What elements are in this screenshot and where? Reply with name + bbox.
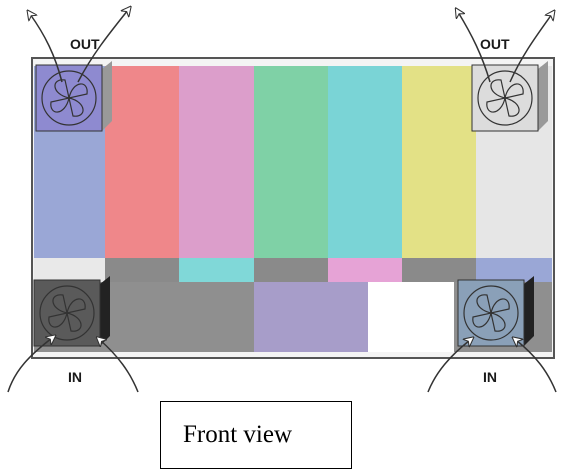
arrow-out-icon bbox=[509, 14, 552, 83]
fan-label-bottom-left: IN bbox=[68, 369, 82, 385]
fan-bottom-right bbox=[457, 276, 534, 347]
fan-label-top-left: OUT bbox=[70, 36, 100, 52]
arrow-in-icon bbox=[7, 338, 52, 393]
fan-blade-icon bbox=[504, 83, 524, 99]
fan-ring-icon bbox=[463, 285, 519, 341]
fan-top-right bbox=[471, 61, 548, 132]
fan-top-left bbox=[35, 61, 112, 132]
fan-blade-icon bbox=[54, 79, 70, 99]
airflow-arrows-top-right bbox=[458, 12, 552, 83]
fan-blade-icon bbox=[486, 97, 506, 113]
fan-blade-icon bbox=[68, 83, 88, 99]
fan-ring-icon bbox=[39, 285, 95, 341]
middle-color-bar bbox=[34, 258, 105, 282]
fan-ring-icon bbox=[477, 70, 533, 126]
fan-blade-icon bbox=[66, 312, 82, 332]
arrow-out-icon bbox=[77, 10, 128, 83]
airflow-arrows-bottom-right bbox=[427, 340, 557, 393]
top-color-bar bbox=[254, 66, 328, 258]
middle-color-bar bbox=[402, 258, 476, 282]
caption-text: Front view bbox=[183, 421, 293, 448]
fan-blade-icon bbox=[66, 298, 86, 314]
lower-band-block bbox=[105, 282, 179, 352]
fan-blade-icon bbox=[472, 312, 492, 328]
fan-blade-icon bbox=[490, 312, 506, 332]
lower-band-purple-block bbox=[278, 282, 368, 352]
top-color-bar bbox=[179, 66, 254, 258]
fan-blade-icon bbox=[50, 97, 70, 113]
fan-blade-icon bbox=[504, 97, 520, 117]
airflow-arrows-top-left bbox=[30, 10, 128, 83]
top-color-bar bbox=[402, 66, 476, 258]
fan-blade-icon bbox=[490, 298, 510, 314]
caption-box: Front view bbox=[160, 401, 352, 469]
fan-blade-icon bbox=[476, 294, 492, 314]
fan-bottom-left bbox=[33, 276, 110, 347]
arrow-in-icon bbox=[100, 340, 139, 393]
arrow-in-icon bbox=[516, 340, 557, 393]
lower-band-white-block bbox=[368, 282, 454, 352]
fan-blade-icon bbox=[490, 79, 506, 99]
fan-blade-icon bbox=[68, 97, 84, 117]
fan-blade-icon bbox=[48, 312, 68, 328]
arrow-out-icon bbox=[458, 12, 491, 83]
fan-label-bottom-right: IN bbox=[483, 369, 497, 385]
top-color-bar bbox=[328, 66, 402, 258]
lower-band-block bbox=[179, 282, 254, 352]
airflow-arrows-bottom-left bbox=[7, 338, 139, 393]
arrow-in-icon bbox=[427, 340, 470, 393]
top-color-bar bbox=[105, 66, 179, 258]
middle-color-bar bbox=[476, 258, 552, 282]
arrow-out-icon bbox=[30, 14, 63, 83]
fan-ring-icon bbox=[41, 70, 97, 126]
middle-color-bar bbox=[254, 258, 328, 282]
fan-blade-icon bbox=[52, 294, 68, 314]
middle-color-bar bbox=[179, 258, 254, 282]
fan-label-top-right: OUT bbox=[480, 36, 510, 52]
middle-color-bar bbox=[105, 258, 179, 282]
middle-color-bar bbox=[328, 258, 402, 282]
